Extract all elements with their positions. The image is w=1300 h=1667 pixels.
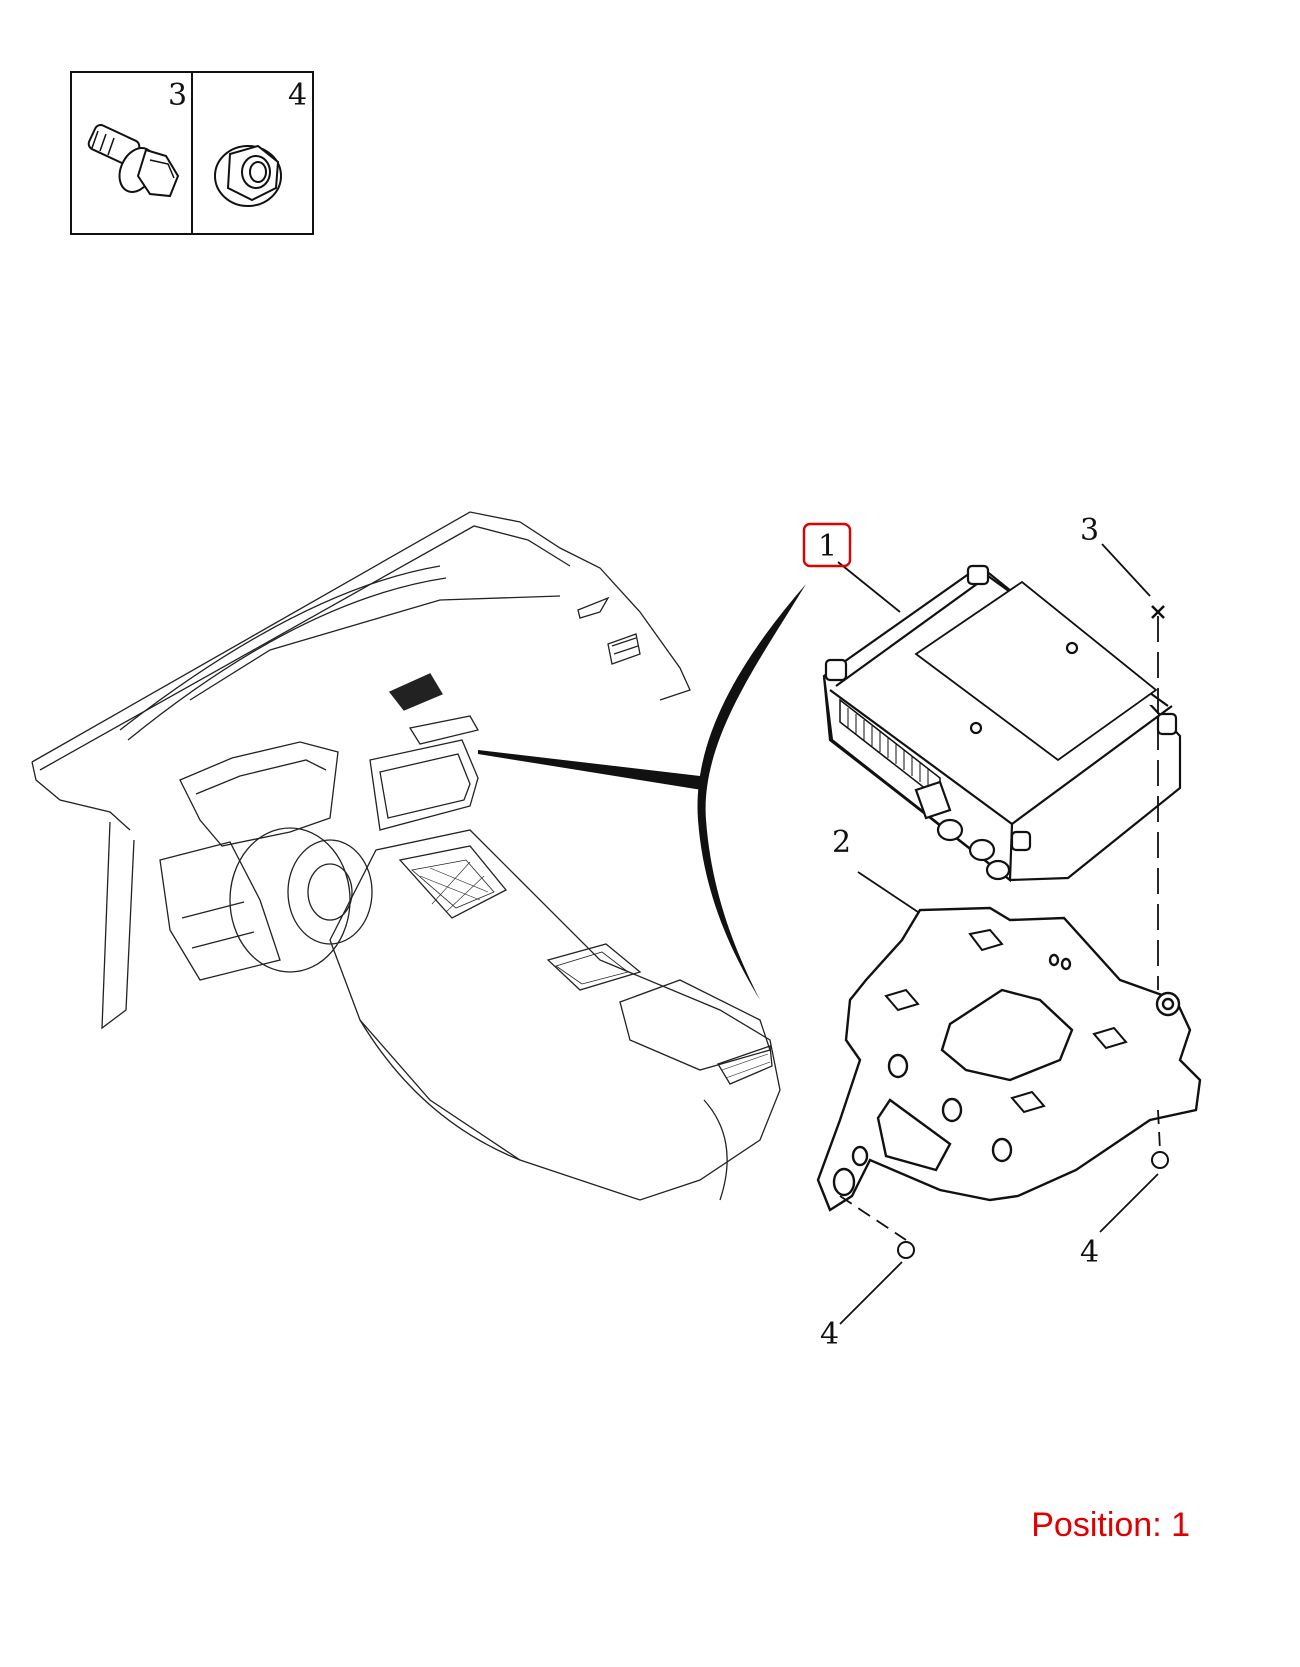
callout-1-module[interactable]: 1 [818, 529, 837, 564]
vehicle-dashboard-overview [31, 511, 781, 1201]
bolt-marker [1151, 605, 1165, 619]
callout-4-nut-left[interactable]: 4 [820, 1317, 839, 1352]
position-label: Position: 1 [1031, 1506, 1190, 1544]
mounting-bracket-part [816, 906, 1202, 1212]
callout-4-nut-right[interactable]: 4 [1080, 1235, 1099, 1270]
flange-nut-icon [214, 144, 282, 207]
control-module-part [822, 564, 1182, 883]
nut-marker-right [1151, 1151, 1169, 1169]
assembly-leaders [837, 543, 1161, 1325]
detail-callout-arrows [478, 584, 806, 1000]
callout-3-bolt[interactable]: 3 [1080, 513, 1099, 548]
legend-number-bolt: 3 [168, 78, 187, 113]
hardware-legend: 3 4 [70, 71, 314, 235]
legend-number-nut: 4 [288, 78, 307, 113]
selected-callout-highlight [802, 522, 852, 568]
hex-bolt-icon [87, 124, 180, 198]
callout-2-bracket[interactable]: 2 [832, 825, 851, 860]
nut-marker-left [897, 1241, 915, 1259]
